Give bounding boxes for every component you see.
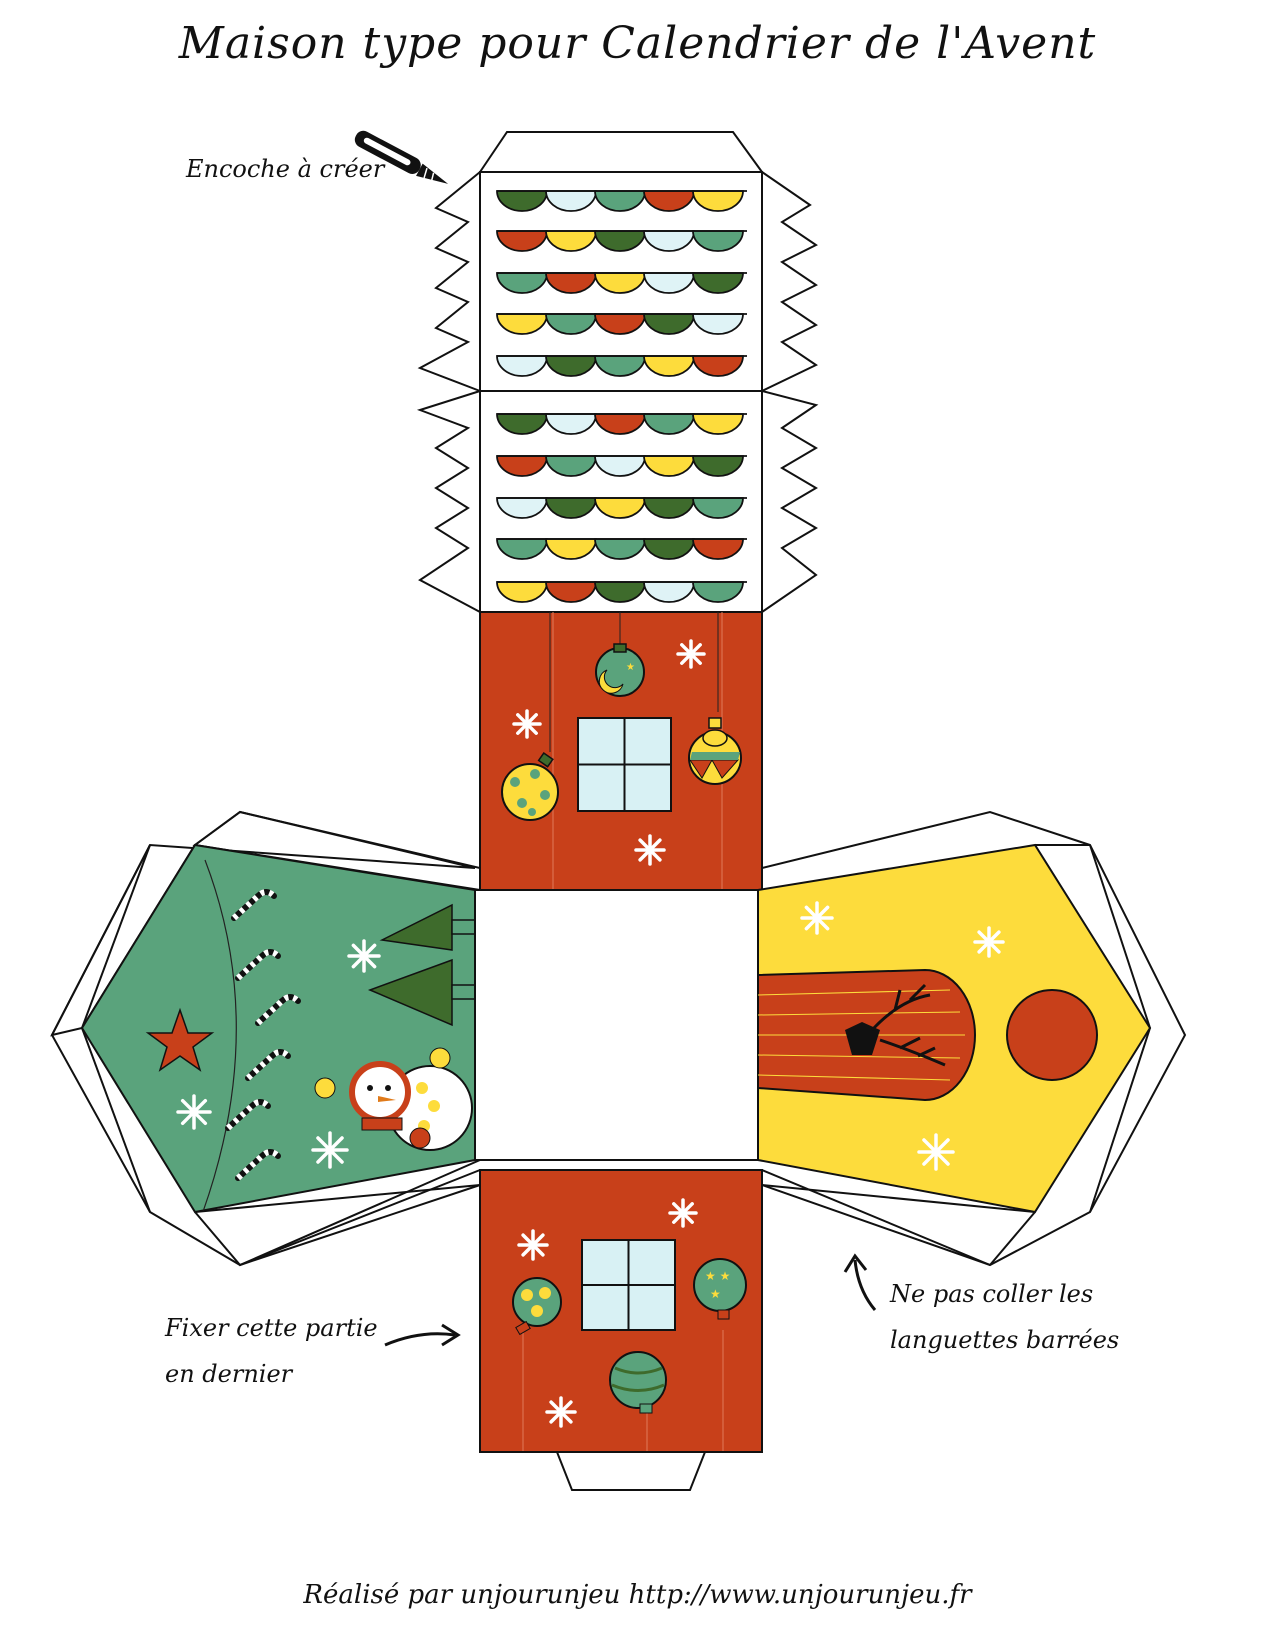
curved-arrow-right-icon xyxy=(384,1323,461,1347)
candy-cane-icon xyxy=(255,994,301,1026)
top-tab xyxy=(478,131,764,173)
christmas-bauble-icon xyxy=(609,1351,667,1414)
fix-last-line-2: en dernier xyxy=(165,1360,293,1388)
christmas-bauble-icon xyxy=(501,612,559,821)
roof-zigzag-left-lower xyxy=(416,390,481,613)
roof-scallop xyxy=(692,355,744,377)
roof-scallop xyxy=(692,230,744,252)
fix-last-label: Fixer cette partie en dernier xyxy=(165,1305,378,1397)
right-gable-wall xyxy=(757,843,1152,1214)
roof-scallop xyxy=(692,272,744,294)
window-icon xyxy=(581,1239,676,1331)
no-glue-label: Ne pas coller les languettes barrées xyxy=(890,1271,1119,1363)
snowflake-icon xyxy=(517,1229,549,1261)
notch-label: Encoche à créer xyxy=(186,155,385,183)
round-window xyxy=(1006,989,1098,1081)
snowflake-icon xyxy=(668,1198,698,1228)
roof-scallop xyxy=(692,190,744,212)
candy-cane-icon xyxy=(231,889,277,921)
window-icon xyxy=(577,717,672,812)
floor-panel xyxy=(474,889,759,1161)
left-gable-wall xyxy=(80,843,476,1214)
snowflake-icon xyxy=(512,709,542,739)
star-icon xyxy=(145,1007,215,1072)
candy-cane-icon xyxy=(235,949,281,981)
fir-tree-icon xyxy=(379,903,476,951)
roof-zigzag-right-upper xyxy=(761,171,819,392)
fix-last-line-1: Fixer cette partie xyxy=(165,1314,378,1342)
no-glue-line-2: languettes barrées xyxy=(890,1326,1120,1354)
no-glue-line-1: Ne pas coller les xyxy=(890,1280,1094,1308)
christmas-bauble-icon: ★ xyxy=(595,612,645,697)
snowman-icon xyxy=(314,1047,473,1151)
roof-zigzag-left-upper xyxy=(417,171,481,392)
roof-scallop xyxy=(692,455,744,477)
candy-cane-icon xyxy=(235,1149,281,1181)
christmas-bauble-icon xyxy=(688,612,742,785)
bottom-tab xyxy=(480,1451,762,1491)
roof-scallop xyxy=(692,413,744,435)
roof-scallops xyxy=(496,190,747,603)
candy-cane-icon xyxy=(245,1049,291,1081)
reindeer-head-icon xyxy=(845,983,946,1067)
cutter-knife-icon xyxy=(354,130,449,184)
footer-credit: Réalisé par unjourunjeu http://www.unjou… xyxy=(303,1580,972,1610)
christmas-bauble-icon xyxy=(512,1277,562,1336)
candy-canes xyxy=(225,889,301,1181)
snowflake-icon xyxy=(347,939,381,973)
roof-scallop xyxy=(692,581,744,603)
svg-text:★: ★ xyxy=(626,662,635,673)
snowflake-icon xyxy=(973,926,1005,958)
roof-scallop xyxy=(692,497,744,519)
christmas-bauble-icon: ★ ★ ★ xyxy=(693,1258,747,1320)
snowflake-icon xyxy=(176,1094,212,1130)
curved-arrow-up-icon xyxy=(843,1253,877,1311)
snowflake-icon xyxy=(800,901,834,935)
snowflake-icon xyxy=(917,1133,955,1171)
snowflake-icon xyxy=(676,639,706,669)
snowflake-icon xyxy=(311,1131,349,1169)
svg-text:★ ★: ★ ★ xyxy=(705,1269,730,1283)
snowflake-icon xyxy=(634,834,666,866)
candy-cane-icon xyxy=(225,1099,271,1131)
page-title: Maison type pour Calendrier de l'Avent xyxy=(178,18,1097,69)
fir-tree-icon xyxy=(367,958,476,1027)
roof-scallop xyxy=(692,538,744,560)
svg-text:★: ★ xyxy=(710,1287,721,1301)
snowflake-icon xyxy=(545,1396,577,1428)
roof-zigzag-right-lower xyxy=(761,390,819,613)
roof-scallop xyxy=(692,313,744,335)
